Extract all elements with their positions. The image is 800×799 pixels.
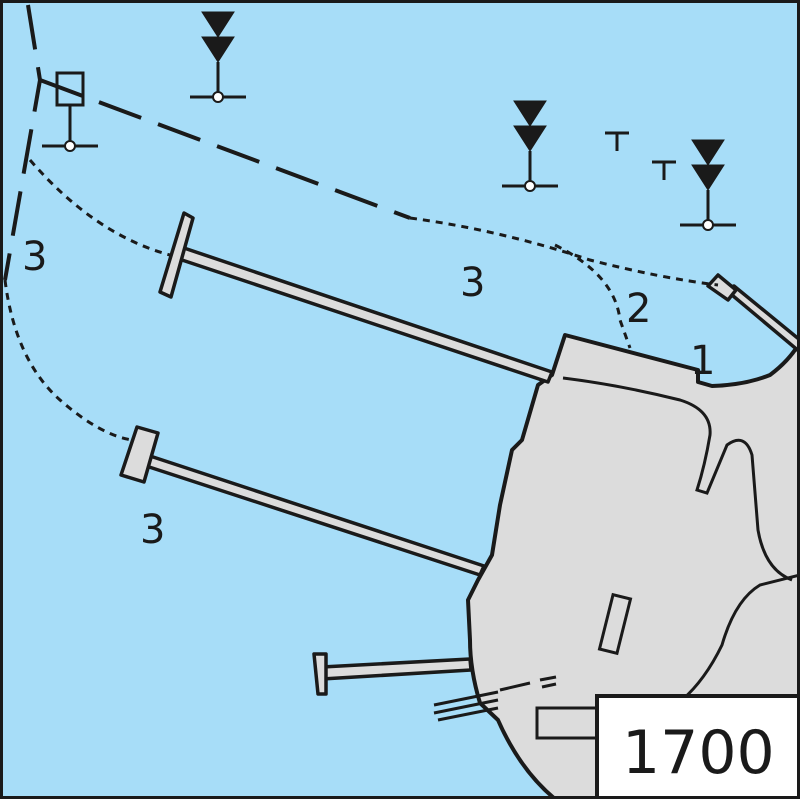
building xyxy=(597,592,633,656)
chart-number: 1700 xyxy=(622,718,775,788)
land-contour-2 xyxy=(681,573,800,702)
tee-mark-icon xyxy=(652,160,676,180)
pier-upper xyxy=(158,211,554,384)
breakwater xyxy=(706,273,800,354)
depth-label: 2 xyxy=(626,286,651,332)
tee-mark-icon xyxy=(605,131,629,151)
beacon-topmark-icon xyxy=(190,11,246,103)
chart-number-box xyxy=(595,694,800,799)
beacon-topmark-icon xyxy=(680,139,736,231)
pier-middle xyxy=(119,425,486,577)
limit-line xyxy=(39,78,411,220)
buoy-square-topmark-icon xyxy=(42,71,98,152)
building xyxy=(535,706,599,740)
depth-label: 1 xyxy=(690,338,715,384)
small-jetties xyxy=(433,675,557,722)
depth-contours xyxy=(3,159,719,442)
land-area xyxy=(466,333,800,799)
depth-label: 3 xyxy=(140,507,165,553)
depth-label: 3 xyxy=(460,260,485,306)
pier-lower xyxy=(312,652,473,696)
land-contour xyxy=(562,376,793,582)
beacon-topmark-icon xyxy=(502,100,558,192)
depth-label: 3 xyxy=(22,234,47,280)
